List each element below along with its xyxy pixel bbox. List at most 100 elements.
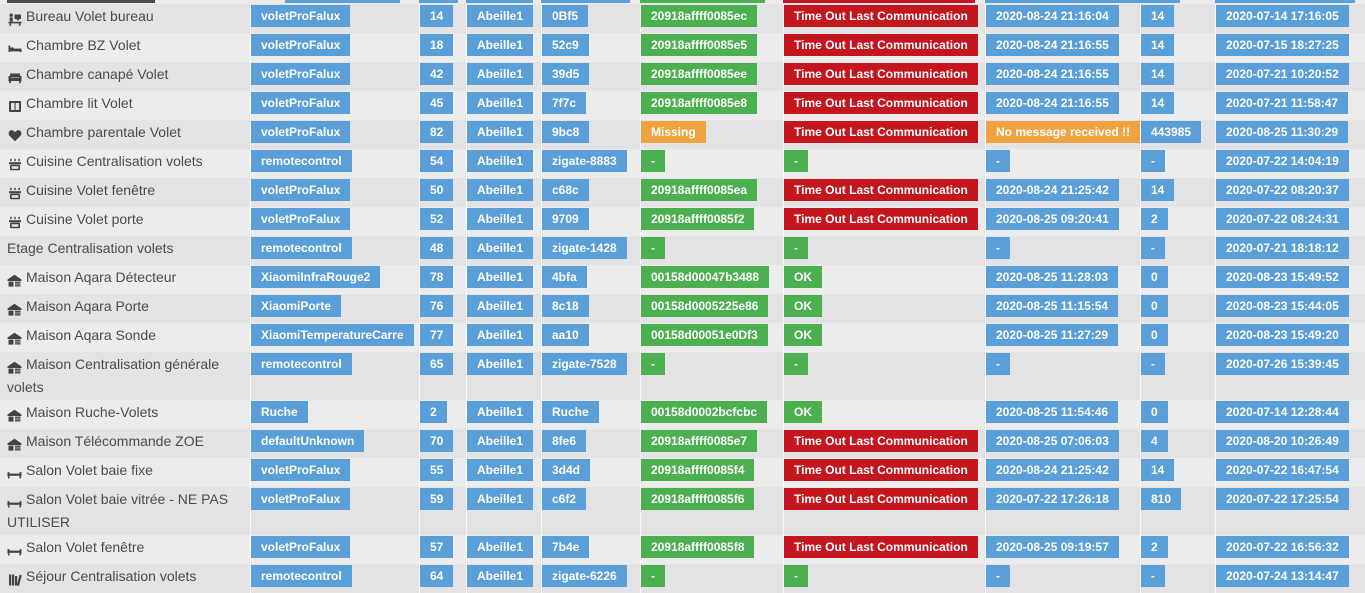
last-seen-badge: 2020-08-23 15:49:20	[1216, 324, 1349, 346]
couch-icon	[7, 491, 22, 512]
last-seen-badge: 2020-07-14 12:28:44	[1216, 401, 1349, 423]
device-type-badge: remotecontrol	[251, 565, 352, 587]
device-name: Salon Volet fenêtre	[26, 539, 145, 555]
device-type-badge: XiaomiInfraRouge2	[251, 266, 381, 288]
cutoff-message-count-badge	[1110, 0, 1180, 3]
status-cell: OK	[783, 323, 985, 352]
last-seen-cell: 2020-07-21 11:58:47	[1215, 91, 1365, 120]
last-seen-badge: 2020-07-22 14:04:19	[1216, 150, 1349, 172]
last-seen-cell: 2020-07-14 17:16:05	[1215, 4, 1365, 33]
last-seen-cell: 2020-07-22 16:47:54	[1215, 458, 1365, 487]
network-address-badge: 77	[420, 324, 454, 346]
house-icon	[7, 433, 22, 454]
device-type-cell: defaultUnknown	[250, 429, 419, 458]
controller-badge: Abeille1	[467, 34, 534, 56]
cutoff-controller-badge	[466, 0, 533, 3]
message-count-cell: 810	[1140, 487, 1215, 535]
device-name-cell[interactable]: Maison Ruche-Volets	[0, 400, 250, 429]
controller-badge: Abeille1	[467, 430, 534, 452]
device-type-cell: voletProFalux	[250, 458, 419, 487]
device-name-cell[interactable]: Salon Volet baie vitrée - NE PAS UTILISE…	[0, 487, 250, 535]
device-name-cell[interactable]: Maison Télécommande ZOE	[0, 429, 250, 458]
network-address-badge: 64	[420, 565, 454, 587]
status-cell: Time Out Last Communication	[783, 91, 985, 120]
last-communication-cell: 2020-07-22 17:26:18	[985, 487, 1140, 535]
device-name-cell[interactable]: Chambre lit Volet	[0, 91, 250, 120]
device-name-cell[interactable]: Maison Aqara Détecteur	[0, 265, 250, 294]
controller-badge: Abeille1	[467, 565, 534, 587]
last-seen-badge: 2020-07-26 15:39:45	[1216, 353, 1349, 375]
house-icon	[7, 327, 22, 348]
desk-icon	[7, 8, 22, 29]
device-type-badge: voletProFalux	[251, 536, 351, 558]
device-type-cell: voletProFalux	[250, 33, 419, 62]
device-name-cell[interactable]: Séjour Centralisation volets	[0, 564, 250, 593]
last-seen-cell: 2020-07-22 17:25:54	[1215, 487, 1365, 535]
controller-cell: Abeille1	[466, 535, 541, 564]
table-row[interactable]: Salon Volet baie vitrée - NE PAS UTILISE…	[0, 487, 1365, 535]
device-name-cell[interactable]: Maison Centralisation générale volets	[0, 352, 250, 400]
short-address-badge: 9bc8	[542, 121, 590, 143]
device-name-cell[interactable]: Maison Aqara Sonde	[0, 323, 250, 352]
ieee-address-badge: 20918affff0085ee	[641, 63, 758, 85]
short-address-badge: 8fe6	[542, 430, 587, 452]
last-seen-cell: 2020-07-21 18:18:12	[1215, 236, 1365, 265]
controller-badge: Abeille1	[467, 324, 534, 346]
short-address-cell: c68c	[541, 178, 640, 207]
short-address-cell: zigate-6226	[541, 564, 640, 593]
ieee-address-badge: 00158d0002bcfcbc	[641, 401, 768, 423]
network-address-badge: 76	[420, 295, 454, 317]
device-name-cell[interactable]: Maison Aqara Porte	[0, 294, 250, 323]
controller-cell: Abeille1	[466, 458, 541, 487]
ieee-address-cell: -	[640, 564, 783, 593]
device-name-cell[interactable]: Salon Volet fenêtre	[0, 535, 250, 564]
cutoff-name-label-badge	[7, 0, 155, 3]
short-address-cell: Ruche	[541, 400, 640, 429]
device-name-cell[interactable]: Chambre BZ Volet	[0, 33, 250, 62]
device-name-cell[interactable]: Cuisine Volet porte	[0, 207, 250, 236]
ieee-address-badge: 00158d00051e0Df3	[641, 324, 768, 346]
ieee-address-badge: 20918affff0085f6	[641, 488, 755, 510]
heart-icon	[7, 124, 22, 145]
ieee-address-cell: 20918affff0085f8	[640, 535, 783, 564]
last-communication-cell: 2020-08-25 11:54:46	[985, 400, 1140, 429]
status-cell: Time Out Last Communication	[783, 4, 985, 33]
device-type-badge: voletProFalux	[251, 121, 351, 143]
controller-badge: Abeille1	[467, 459, 534, 481]
device-name-cell[interactable]: Cuisine Centralisation volets	[0, 149, 250, 178]
device-name-cell[interactable]: Bureau Volet bureau	[0, 4, 250, 33]
status-badge: OK	[784, 401, 822, 423]
device-name-cell[interactable]: Etage Centralisation volets	[0, 236, 250, 265]
ieee-address-cell: -	[640, 149, 783, 178]
status-cell: -	[783, 564, 985, 593]
last-communication-cell: -	[985, 236, 1140, 265]
device-name: Chambre lit Volet	[26, 95, 133, 111]
device-name-cell[interactable]: Cuisine Volet fenêtre	[0, 178, 250, 207]
last-seen-badge: 2020-07-21 18:18:12	[1216, 237, 1349, 259]
controller-badge: Abeille1	[467, 536, 534, 558]
message-count-badge: 0	[1141, 295, 1168, 317]
device-name-cell[interactable]: Salon Volet baie fixe	[0, 458, 250, 487]
device-name-cell[interactable]: Chambre parentale Volet	[0, 120, 250, 149]
controller-cell: Abeille1	[466, 236, 541, 265]
device-name-cell[interactable]: Chambre canapé Volet	[0, 62, 250, 91]
last-seen-badge: 2020-07-22 17:25:54	[1216, 488, 1349, 510]
